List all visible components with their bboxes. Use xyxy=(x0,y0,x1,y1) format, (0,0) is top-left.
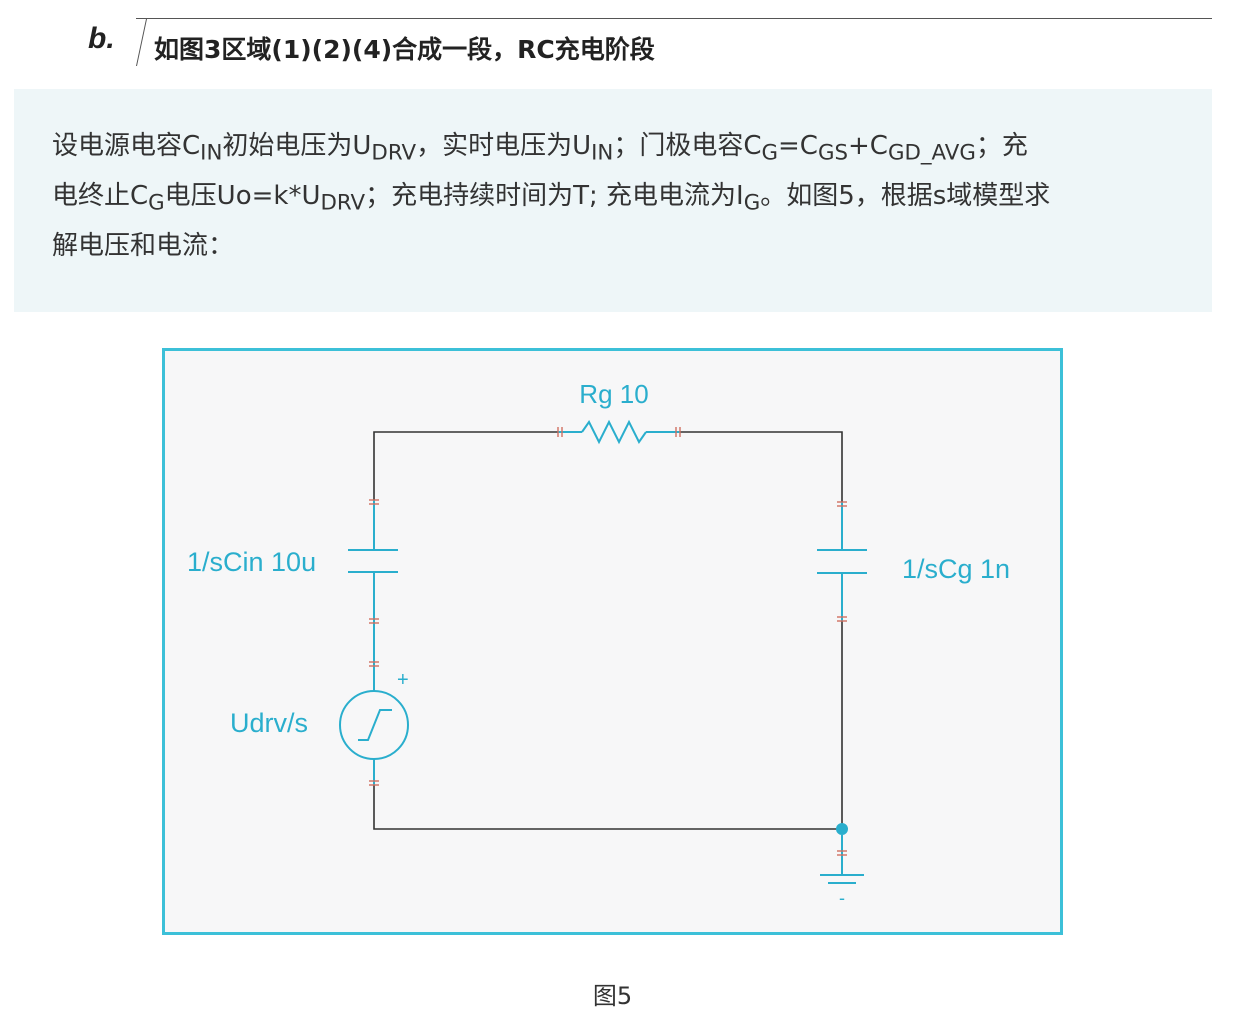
ground-node xyxy=(836,823,848,835)
capacitor-cin-label: 1/sCin 10u xyxy=(187,547,316,577)
ground-minus: - xyxy=(839,888,845,908)
definition-line-1: 设电源电容CIN初始电压为UDRV，实时电压为UIN；门极电容CG=CGS+CG… xyxy=(52,131,1028,166)
voltage-source-pins xyxy=(369,780,379,786)
diagram-frame xyxy=(162,348,1063,935)
circuit-diagram: Rg 10 1/sCin 10u + Udrv/s 1/sCg 1n xyxy=(162,348,1063,935)
definition-line-2: 电终止CG电压Uo=k*UDRV；充电持续时间为T; 充电电流为IG。如图5，根… xyxy=(52,181,1051,216)
definition-line-3: 解电压和电流： xyxy=(52,231,235,261)
circuit-wires xyxy=(373,431,843,830)
capacitor-cg-pins xyxy=(837,501,847,622)
source-label: Udrv/s xyxy=(230,708,308,738)
resistor-pins xyxy=(557,427,681,437)
wire-bottom xyxy=(373,785,842,830)
resistor-label: Rg 10 xyxy=(579,379,648,409)
capacitor-cin-pins xyxy=(369,499,379,667)
ground-pins xyxy=(837,850,847,856)
wire-top-left xyxy=(373,431,558,500)
wire-top-right xyxy=(680,431,843,502)
source-polarity: + xyxy=(397,669,409,691)
heading-divider xyxy=(136,18,148,66)
heading-rule xyxy=(136,18,1212,19)
definition-box: 设电源电容CIN初始电压为UDRV，实时电压为UIN；门极电容CG=CGS+CG… xyxy=(14,89,1212,312)
figure-caption: 图5 xyxy=(592,982,633,1010)
section-heading: b. 如图3区域(1)(2)(4)合成一段，RC充电阶段 xyxy=(0,0,1237,80)
definition-paragraph: 设电源电容CIN初始电压为UDRV，实时电压为UIN；门极电容CG=CGS+CG… xyxy=(52,121,1174,271)
section-letter: b. xyxy=(88,22,115,55)
capacitor-cg-label: 1/sCg 1n xyxy=(902,554,1010,584)
section-title: 如图3区域(1)(2)(4)合成一段，RC充电阶段 xyxy=(154,35,655,64)
capacitor-cg xyxy=(817,502,867,621)
